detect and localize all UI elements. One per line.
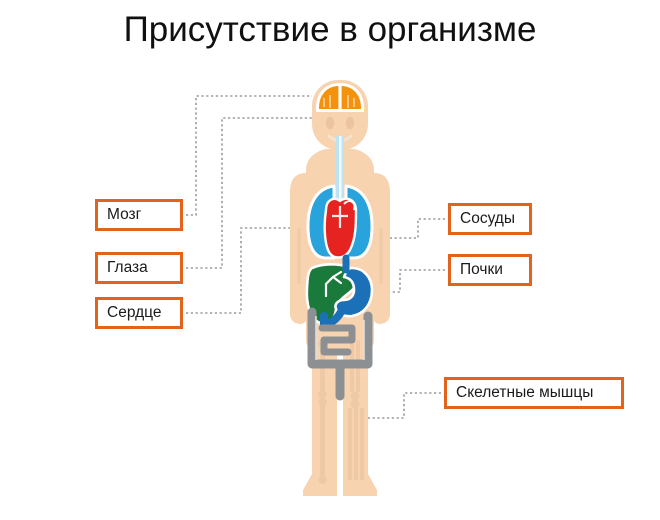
label-eyes-text: Глаза: [107, 259, 148, 277]
label-brain[interactable]: Мозг: [95, 199, 183, 231]
eye-right: [345, 116, 355, 130]
label-vessels-text: Сосуды: [460, 210, 515, 228]
stomach: [320, 254, 374, 329]
brain-right: [341, 86, 361, 109]
label-heart-text: Сердце: [107, 304, 162, 322]
label-muscles-text: Скелетные мышцы: [456, 384, 594, 402]
label-kidneys[interactable]: Почки: [448, 254, 532, 286]
heart: [323, 197, 358, 259]
eye-left: [325, 116, 335, 130]
label-eyes[interactable]: Глаза: [95, 252, 183, 284]
page-title: Присутствие в организме: [123, 10, 537, 49]
label-heart[interactable]: Сердце: [95, 297, 183, 329]
trachea: [336, 136, 344, 212]
label-vessels[interactable]: Сосуды: [448, 203, 532, 235]
label-kidneys-text: Почки: [460, 261, 503, 279]
human-body-illustration: [290, 80, 390, 496]
label-brain-text: Мозг: [107, 206, 142, 224]
label-muscles[interactable]: Скелетные мышцы: [444, 377, 624, 409]
intestines: [307, 307, 373, 401]
intestines-highlight: [314, 316, 366, 360]
face: [316, 83, 364, 143]
